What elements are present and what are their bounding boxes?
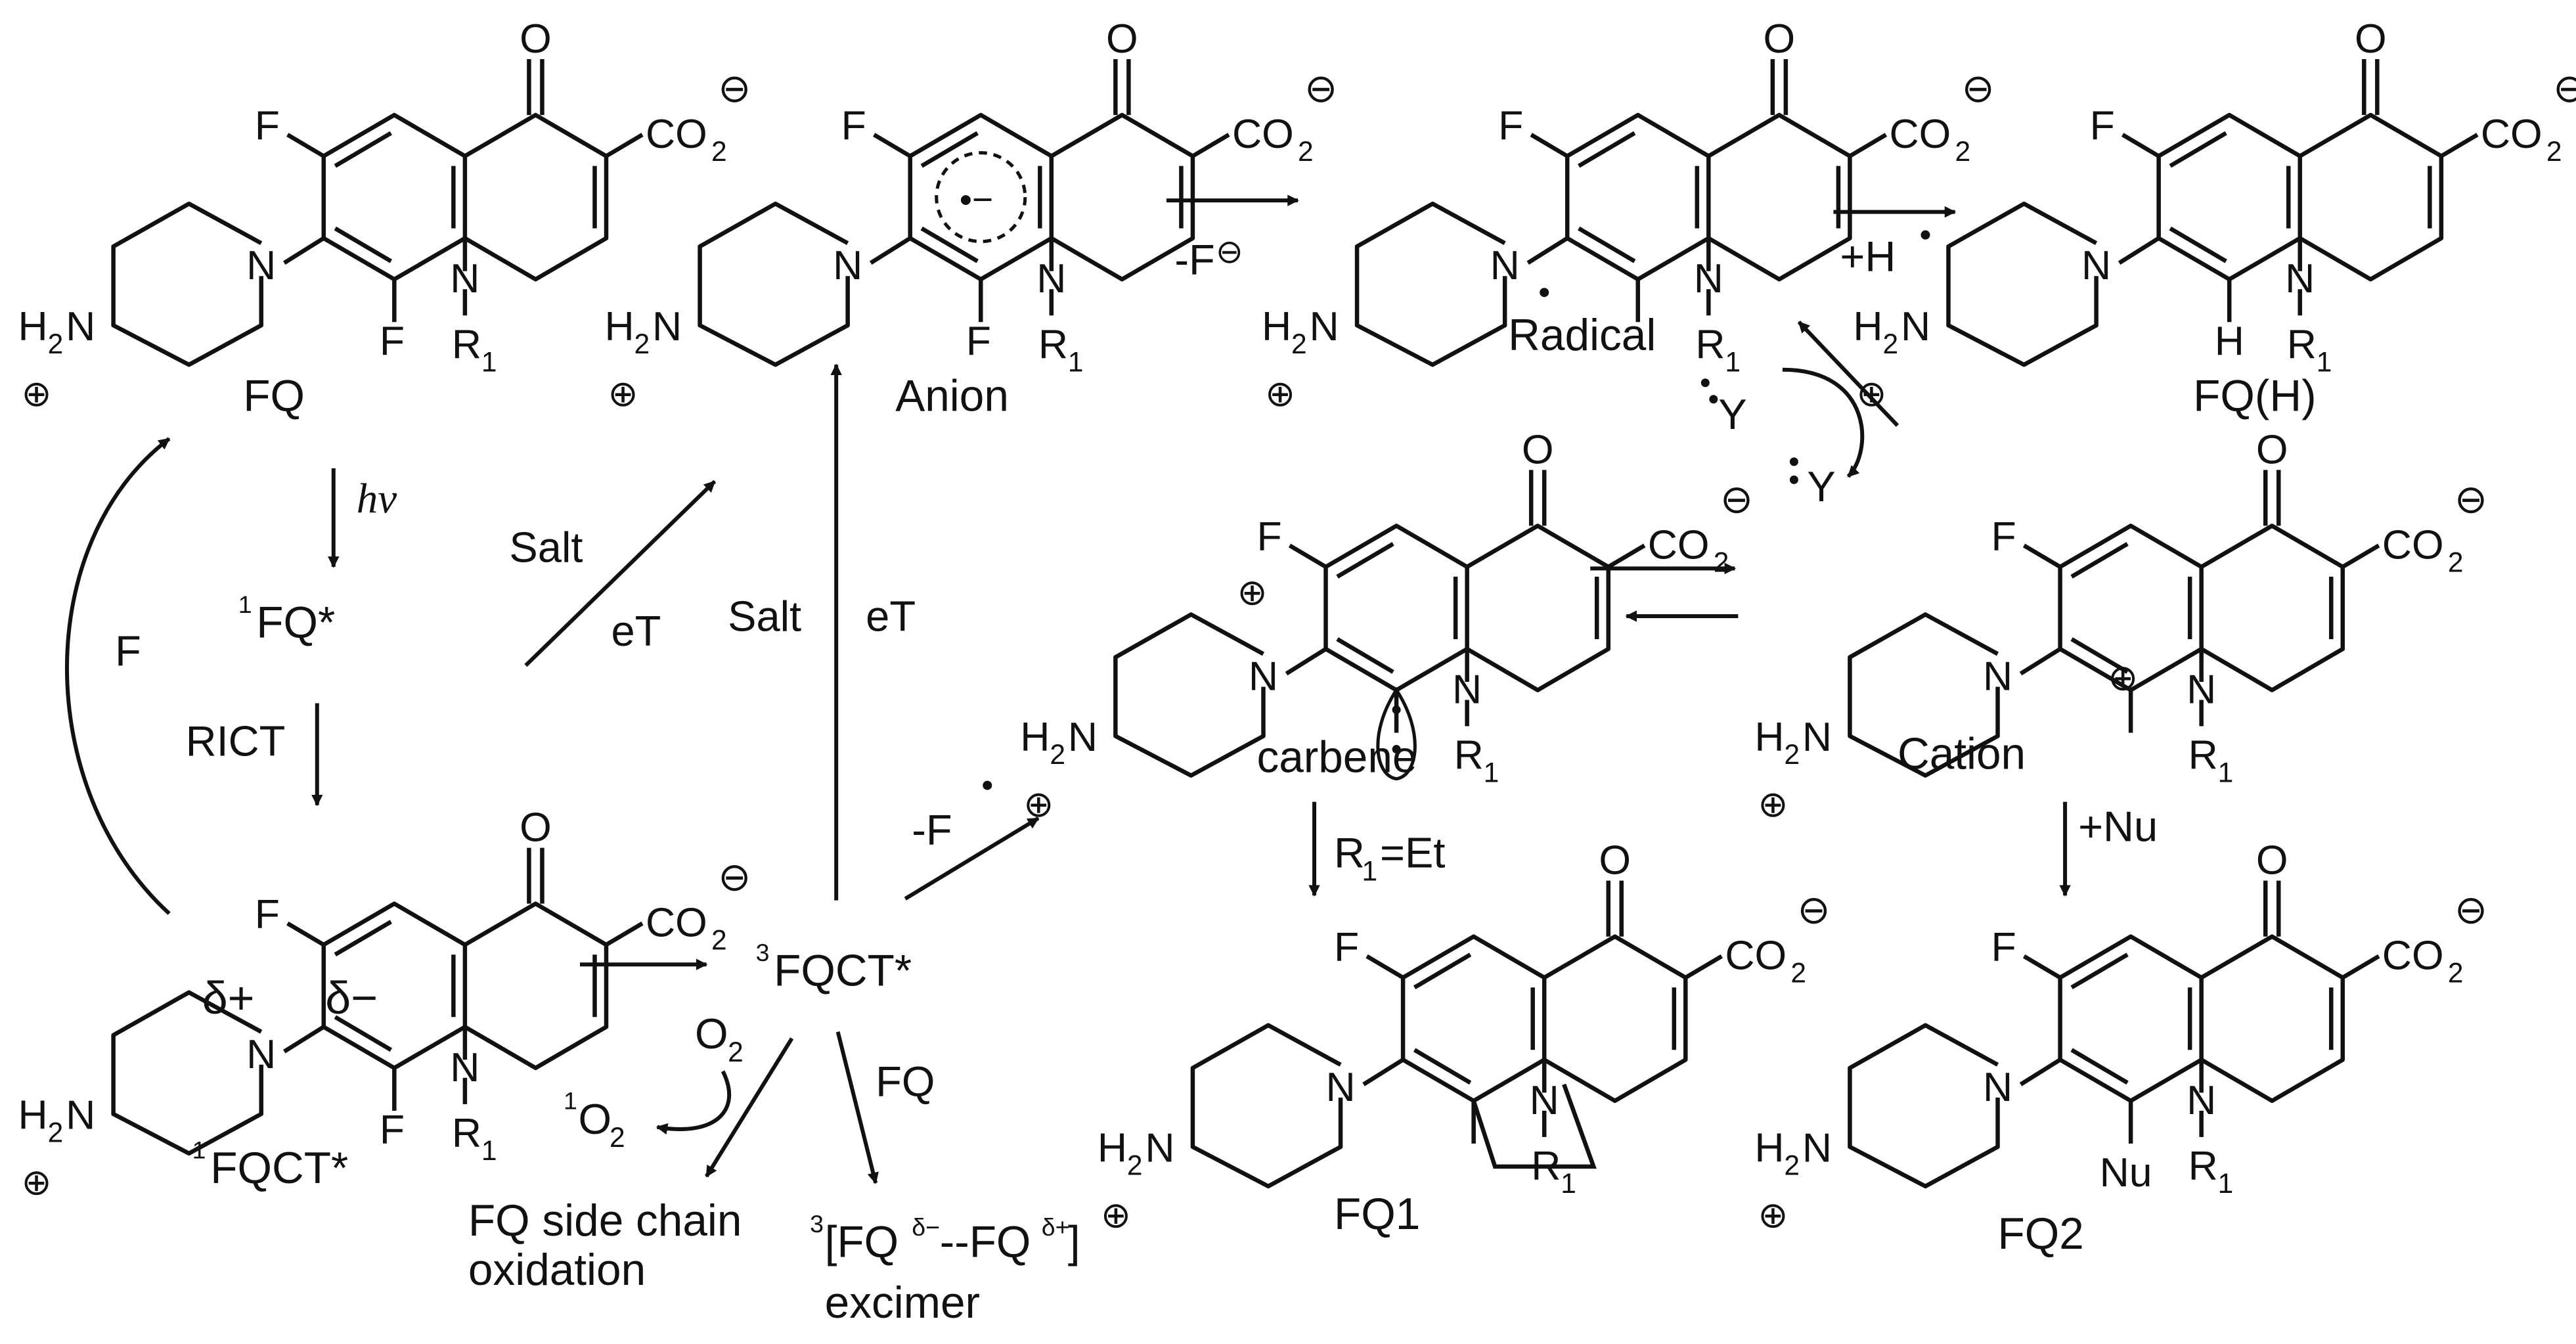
fqh-molecule: H <box>1853 16 2576 414</box>
label-side-chain-2: oxidation <box>468 1245 646 1295</box>
arrow-label-et-left: eT <box>611 607 661 655</box>
iminium-charge: ⊕ <box>1237 571 1267 612</box>
radical-dot <box>1540 288 1549 298</box>
anion-molecule: •− F <box>604 16 1337 414</box>
c8-fluorine: F <box>380 318 405 364</box>
arrow-to-excimer <box>835 1031 879 1184</box>
fq1-molecule <box>1098 838 1831 1236</box>
delta-minus: δ− <box>325 972 378 1023</box>
label-fq: FQ <box>243 371 305 420</box>
label-radical: Radical <box>1508 311 1656 360</box>
label-excimer-delta-minus: δ− <box>912 1213 940 1241</box>
arrow-label-rict: RICT <box>186 717 286 765</box>
fluorine-radical-dot <box>983 780 992 790</box>
fq-molecule: F <box>18 16 751 414</box>
c8-fluorine: F <box>966 318 991 364</box>
arrow-to-oxidation <box>705 1037 794 1178</box>
label-excimer-sup: 3 <box>810 1210 824 1238</box>
arrow-label-minus-f-anion: -F <box>1174 236 1214 284</box>
arrow-label-r1-sub: 1 <box>1362 857 1378 887</box>
delta-plus: δ+ <box>202 972 255 1023</box>
label-fqct-triplet: FQCT* <box>774 947 912 996</box>
arrow-label-r1-rest: =Et <box>1380 829 1445 877</box>
arrow-label-o2: O <box>695 1010 728 1058</box>
c8-fluorine: F <box>380 1107 405 1153</box>
label-anion: Anion <box>895 371 1009 420</box>
arrow-label-nu: +Nu <box>2078 803 2158 851</box>
arrow-label-singlet-o2-sub: 2 <box>610 1123 625 1154</box>
label-excimer-word: excimer <box>825 1278 980 1328</box>
arrow-label-h: +H <box>1840 233 1896 280</box>
nucleophile-group: Nu <box>2100 1150 2152 1196</box>
arrow-label-f: F <box>115 627 141 675</box>
arrow-label-y-1: Y <box>1718 390 1746 438</box>
label-cation: Cation <box>1898 730 2026 779</box>
fqct-singlet-molecule: F δ+ δ− <box>18 805 751 1203</box>
arrow-label-et-mid: eT <box>866 592 916 640</box>
label-carbene: carbene <box>1256 733 1417 782</box>
arrow-cation-radical <box>1797 321 1899 427</box>
arrow-label-singlet-o2: O <box>578 1095 611 1143</box>
arrow-label-singlet-o2-sup: 1 <box>564 1086 577 1114</box>
arrow-f-return <box>65 437 171 915</box>
label-fqh: FQ(H) <box>2193 371 2316 420</box>
carbene-molecule: ⊕ <box>1020 426 1753 824</box>
label-singlet-sup: 1 <box>238 591 252 618</box>
label-singlet-fq: FQ* <box>256 598 335 647</box>
arrow-label-minus-f: -F <box>912 806 952 854</box>
arrow-label-salt-mid: Salt <box>728 592 801 640</box>
label-fqct-triplet-sup: 3 <box>756 939 770 966</box>
arrow-label-fluoride-charge: ⊖ <box>1216 233 1243 270</box>
label-excimer-mid: --FQ <box>940 1217 1031 1266</box>
arrow-to-carbene <box>904 817 1040 901</box>
arrow-o2 <box>655 1070 732 1135</box>
label-fqct-singlet: FQCT* <box>210 1144 348 1193</box>
arrow-label-y-2: Y <box>1807 462 1835 510</box>
arrow-y-radical <box>1782 367 1865 478</box>
arrow-label-o2-sub: 2 <box>728 1037 744 1068</box>
cation-charge: ⊕ <box>2108 658 2138 698</box>
label-side-chain-1: FQ side chain <box>468 1196 742 1245</box>
label-fq1: FQ1 <box>1334 1190 1420 1239</box>
radical-anion-mark: •− <box>960 179 993 220</box>
arrow-label-fq: FQ <box>876 1057 935 1105</box>
arrow-label-salt-left: Salt <box>509 523 583 571</box>
c8-hydrogen: H <box>2215 318 2244 364</box>
label-excimer-end: ] <box>1068 1217 1080 1266</box>
arrow-salt-et-left <box>524 480 717 667</box>
label-fqct-singlet-sup: 1 <box>192 1136 206 1163</box>
label-excimer-main: [FQ <box>825 1217 899 1266</box>
h-radical-dot <box>1921 230 1930 240</box>
cation-molecule: ⊕ <box>1754 426 2487 824</box>
arrow-label-r1: R <box>1334 829 1365 877</box>
arrow-label-hv: hν <box>357 475 397 522</box>
label-fq2: FQ2 <box>1998 1209 2084 1259</box>
fq2-molecule: Nu <box>1754 838 2487 1236</box>
label-excimer-delta-plus: δ+ <box>1042 1213 1070 1241</box>
